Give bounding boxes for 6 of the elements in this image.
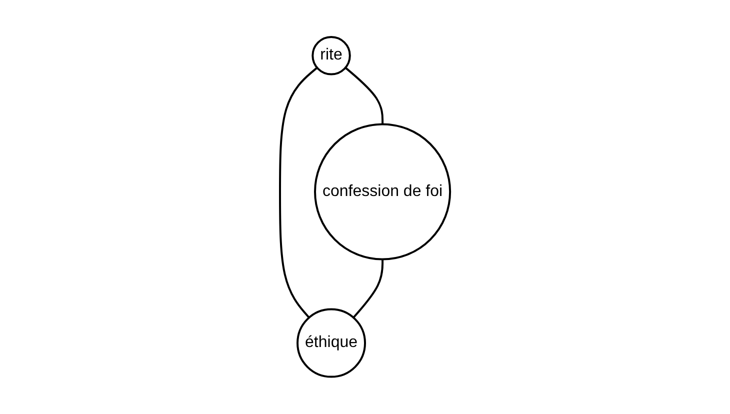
connector [352,259,384,318]
node-circle: éthique [296,308,366,378]
node-circle: rite [312,36,351,76]
connector [344,67,384,124]
connector [278,67,318,318]
node-circle: confession de foi [314,123,452,260]
